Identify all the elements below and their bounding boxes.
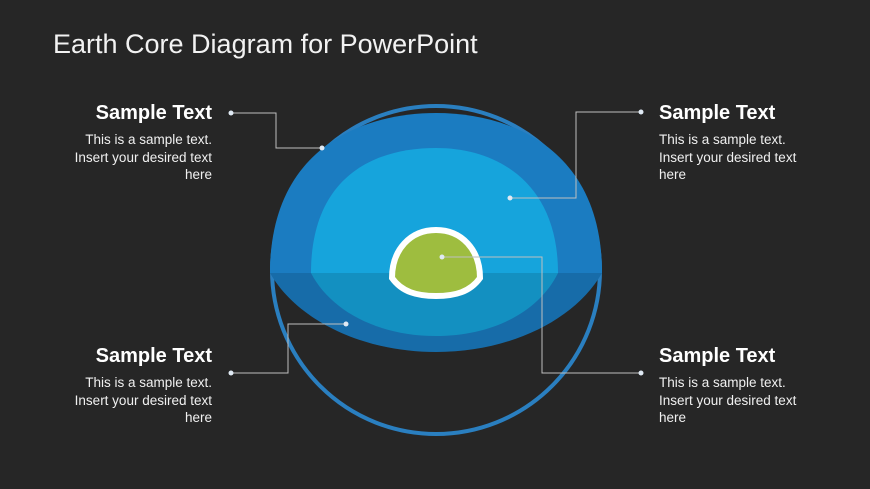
label-bottom-left: Sample Text This is a sample text. Insert… <box>12 344 212 427</box>
body-line: here <box>184 167 212 182</box>
dot-icon <box>638 109 644 115</box>
label-heading: Sample Text <box>659 345 776 367</box>
label-bottom-right: Sample Text This is a sample text. Insert… <box>659 344 859 427</box>
dot-icon <box>228 370 234 376</box>
body-line: Insert your desired text <box>74 149 212 165</box>
dot-icon <box>507 195 513 201</box>
dot-icon <box>638 370 644 376</box>
label-heading: Sample Text <box>95 102 212 124</box>
body-line: Insert your desired text <box>659 392 797 408</box>
label-heading: Sample Text <box>659 102 776 124</box>
label-top-right: Sample Text This is a sample text. Insert… <box>659 101 859 184</box>
body-line: This is a sample text. <box>85 132 212 147</box>
label-heading: Sample Text <box>95 345 212 367</box>
connector-top-right <box>510 111 641 199</box>
dot-icon <box>343 321 349 327</box>
inner-core <box>388 226 484 300</box>
label-body: This is a sample text. Insert your desire… <box>12 131 212 184</box>
dot-icon <box>228 110 234 116</box>
slide-title: Earth Core Diagram for PowerPoint <box>53 29 478 59</box>
connector-lines <box>231 111 641 374</box>
body-line: This is a sample text. <box>85 375 212 390</box>
lower-shade <box>270 273 602 352</box>
label-body: This is a sample text. Insert your desire… <box>12 374 212 427</box>
label-body: This is a sample text. Insert your desire… <box>659 131 859 184</box>
label-top-left: Sample Text This is a sample text. Insert… <box>12 101 212 184</box>
body-line: here <box>659 410 687 425</box>
connector-bottom-left <box>231 323 346 374</box>
connector-top-left <box>231 112 322 149</box>
connector-bottom-right <box>442 256 641 374</box>
body-line: here <box>659 167 687 182</box>
body-line: This is a sample text. <box>659 375 786 390</box>
dot-icon <box>319 145 325 151</box>
body-line: Insert your desired text <box>74 392 212 408</box>
dot-icon <box>439 254 445 260</box>
label-body: This is a sample text. Insert your desire… <box>659 374 859 427</box>
body-line: This is a sample text. <box>659 132 786 147</box>
body-line: here <box>184 410 212 425</box>
body-line: Insert your desired text <box>659 149 797 165</box>
